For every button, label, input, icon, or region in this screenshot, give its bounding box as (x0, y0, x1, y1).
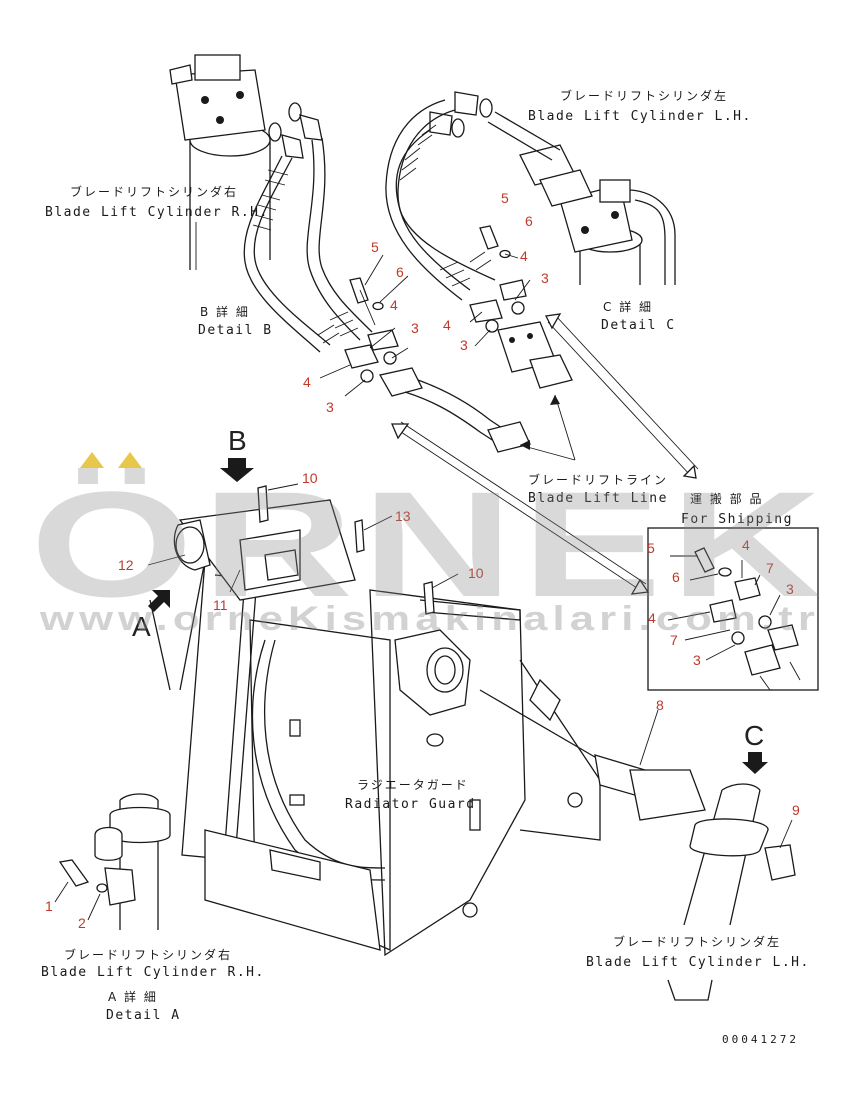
callout-ship-5: 5 (647, 540, 655, 556)
callout-c-4a: 4 (520, 248, 528, 264)
callout-c-4b: 4 (443, 317, 451, 333)
for-shipping-en: For Shipping (681, 512, 793, 527)
callout-c-3a: 3 (541, 270, 549, 286)
detail-b-jp-detail: B 詳 細 (200, 304, 250, 319)
callout-ship-3a: 3 (786, 581, 794, 597)
callout-b-5: 5 (371, 239, 379, 255)
detail-a-en-title: Blade Lift Cylinder R.H. (41, 965, 265, 980)
callout-c-3b: 3 (460, 337, 468, 353)
callout-main-12: 12 (118, 557, 134, 573)
callout-b-3a: 3 (411, 320, 419, 336)
view-label-b: B (228, 425, 247, 456)
detail-b-en-title: Blade Lift Cylinder R.H. (45, 205, 269, 220)
drawing-code: 00041272 (722, 1033, 799, 1046)
callout-main-11: 11 (213, 597, 228, 613)
detail-c-en-detail: Detail C (601, 318, 676, 333)
blade-lift-line-en: Blade Lift Line (528, 491, 668, 506)
detail-c-en-title: Blade Lift Cylinder L.H. (528, 109, 752, 124)
callout-a-1: 1 (45, 898, 53, 914)
view-arrows-group: B A C (132, 425, 768, 774)
callout-main-10a: 10 (302, 470, 318, 486)
blade-lift-line-jp: ブレードリフトライン (528, 472, 668, 487)
callout-b-4b: 4 (303, 374, 311, 390)
callout-b-6: 6 (396, 264, 404, 280)
for-shipping-jp: 運 搬 部 品 (690, 491, 763, 506)
callout-main-10b: 10 (468, 565, 484, 581)
watermark-accent-right (118, 452, 142, 468)
detail-b-en-detail: Detail B (198, 323, 273, 338)
detail-a-en-detail: Detail A (106, 1008, 181, 1023)
main-frame-group (147, 483, 706, 957)
callout-main-9: 9 (792, 802, 800, 818)
callout-ship-7a: 7 (766, 560, 774, 576)
callout-ship-6: 6 (672, 569, 680, 585)
view-label-c: C (744, 720, 764, 751)
callout-ship-4b: 4 (648, 610, 656, 626)
detail-c-group: ブレードリフトシリンダ左 Blade Lift Cylinder L.H. C … (385, 88, 752, 389)
callout-ship-3b: 3 (693, 652, 701, 668)
callout-main-13: 13 (395, 508, 411, 524)
bottom-right-en-title: Blade Lift Cylinder L.H. (586, 955, 810, 970)
radiator-guard-jp: ラジエータガード (357, 778, 469, 792)
view-label-a: A (132, 611, 151, 642)
bottom-right-cylinder-group: ブレードリフトシリンダ左 Blade Lift Cylinder L.H. (586, 783, 810, 1001)
callout-c-5: 5 (501, 190, 509, 206)
callout-ship-4a: 4 (742, 537, 750, 553)
detail-c-jp-detail: C 詳 細 (603, 299, 653, 314)
watermark-brand: ÖRNEK (30, 460, 830, 628)
callout-a-2: 2 (78, 915, 86, 931)
callout-c-6: 6 (525, 213, 533, 229)
for-shipping-group: 運 搬 部 品 For Shipping 5 4 6 7 3 4 7 3 (647, 491, 819, 691)
detail-a-jp-title: ブレードリフトシリンダ右 (64, 947, 232, 962)
callout-b-4a: 4 (390, 297, 398, 313)
watermark-url: www.orneKismakinalari.com.tr (39, 600, 820, 638)
watermark-group: ÖRNEK www.orneKismakinalari.com.tr (30, 452, 830, 638)
callout-main-8: 8 (656, 697, 664, 713)
blade-lift-line-group: ブレードリフトライン Blade Lift Line (391, 313, 699, 595)
detail-c-jp-title: ブレードリフトシリンダ左 (560, 88, 728, 103)
detail-a-group: 1 2 ブレードリフトシリンダ右 Blade Lift Cylinder R.H… (41, 793, 265, 1023)
detail-a-jp-detail: A 詳 細 (108, 989, 158, 1004)
callout-b-3b: 3 (326, 399, 334, 415)
detail-b-group: ブレードリフトシリンダ右 Blade Lift Cylinder R.H. B … (45, 54, 531, 453)
bottom-right-jp-title: ブレードリフトシリンダ左 (613, 934, 781, 949)
watermark-accent-left (80, 452, 104, 468)
detail-b-jp-title: ブレードリフトシリンダ右 (70, 184, 238, 199)
callout-ship-7b: 7 (670, 632, 678, 648)
radiator-guard-en: Radiator Guard (345, 797, 476, 812)
